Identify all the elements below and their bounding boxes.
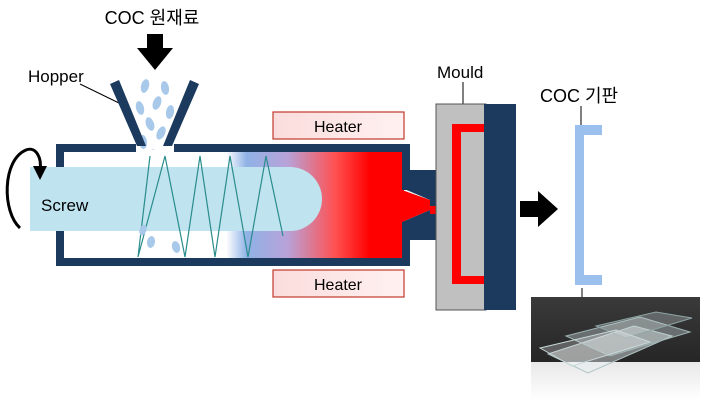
screw-shaft <box>30 167 322 231</box>
screw-flight <box>137 155 284 258</box>
mould-label: Mould <box>437 63 483 82</box>
hopper <box>110 80 199 146</box>
heater-bottom-label: Heater <box>314 277 363 294</box>
hopper-leader-line <box>79 83 122 105</box>
rotation-arrowhead <box>33 166 47 180</box>
substrate-photo <box>531 297 700 400</box>
substrate-label: COC 기판 <box>540 86 618 106</box>
heater-bottom <box>272 269 405 298</box>
output-arrow-icon <box>520 191 558 227</box>
raw-material-label: COC 원재료 <box>105 8 200 28</box>
heater-top <box>272 111 405 140</box>
barrel-pellets <box>139 224 181 253</box>
mould-cavity-melt <box>452 124 484 284</box>
heater-top-label: Heater <box>314 119 363 136</box>
coc-substrate-profile <box>575 125 602 285</box>
feed-arrow-icon <box>137 34 173 70</box>
rotation-arrow-icon <box>5 147 42 230</box>
screw-label: Screw <box>41 196 89 215</box>
mould-back-plate <box>484 104 516 310</box>
hopper-label: Hopper <box>28 67 84 86</box>
